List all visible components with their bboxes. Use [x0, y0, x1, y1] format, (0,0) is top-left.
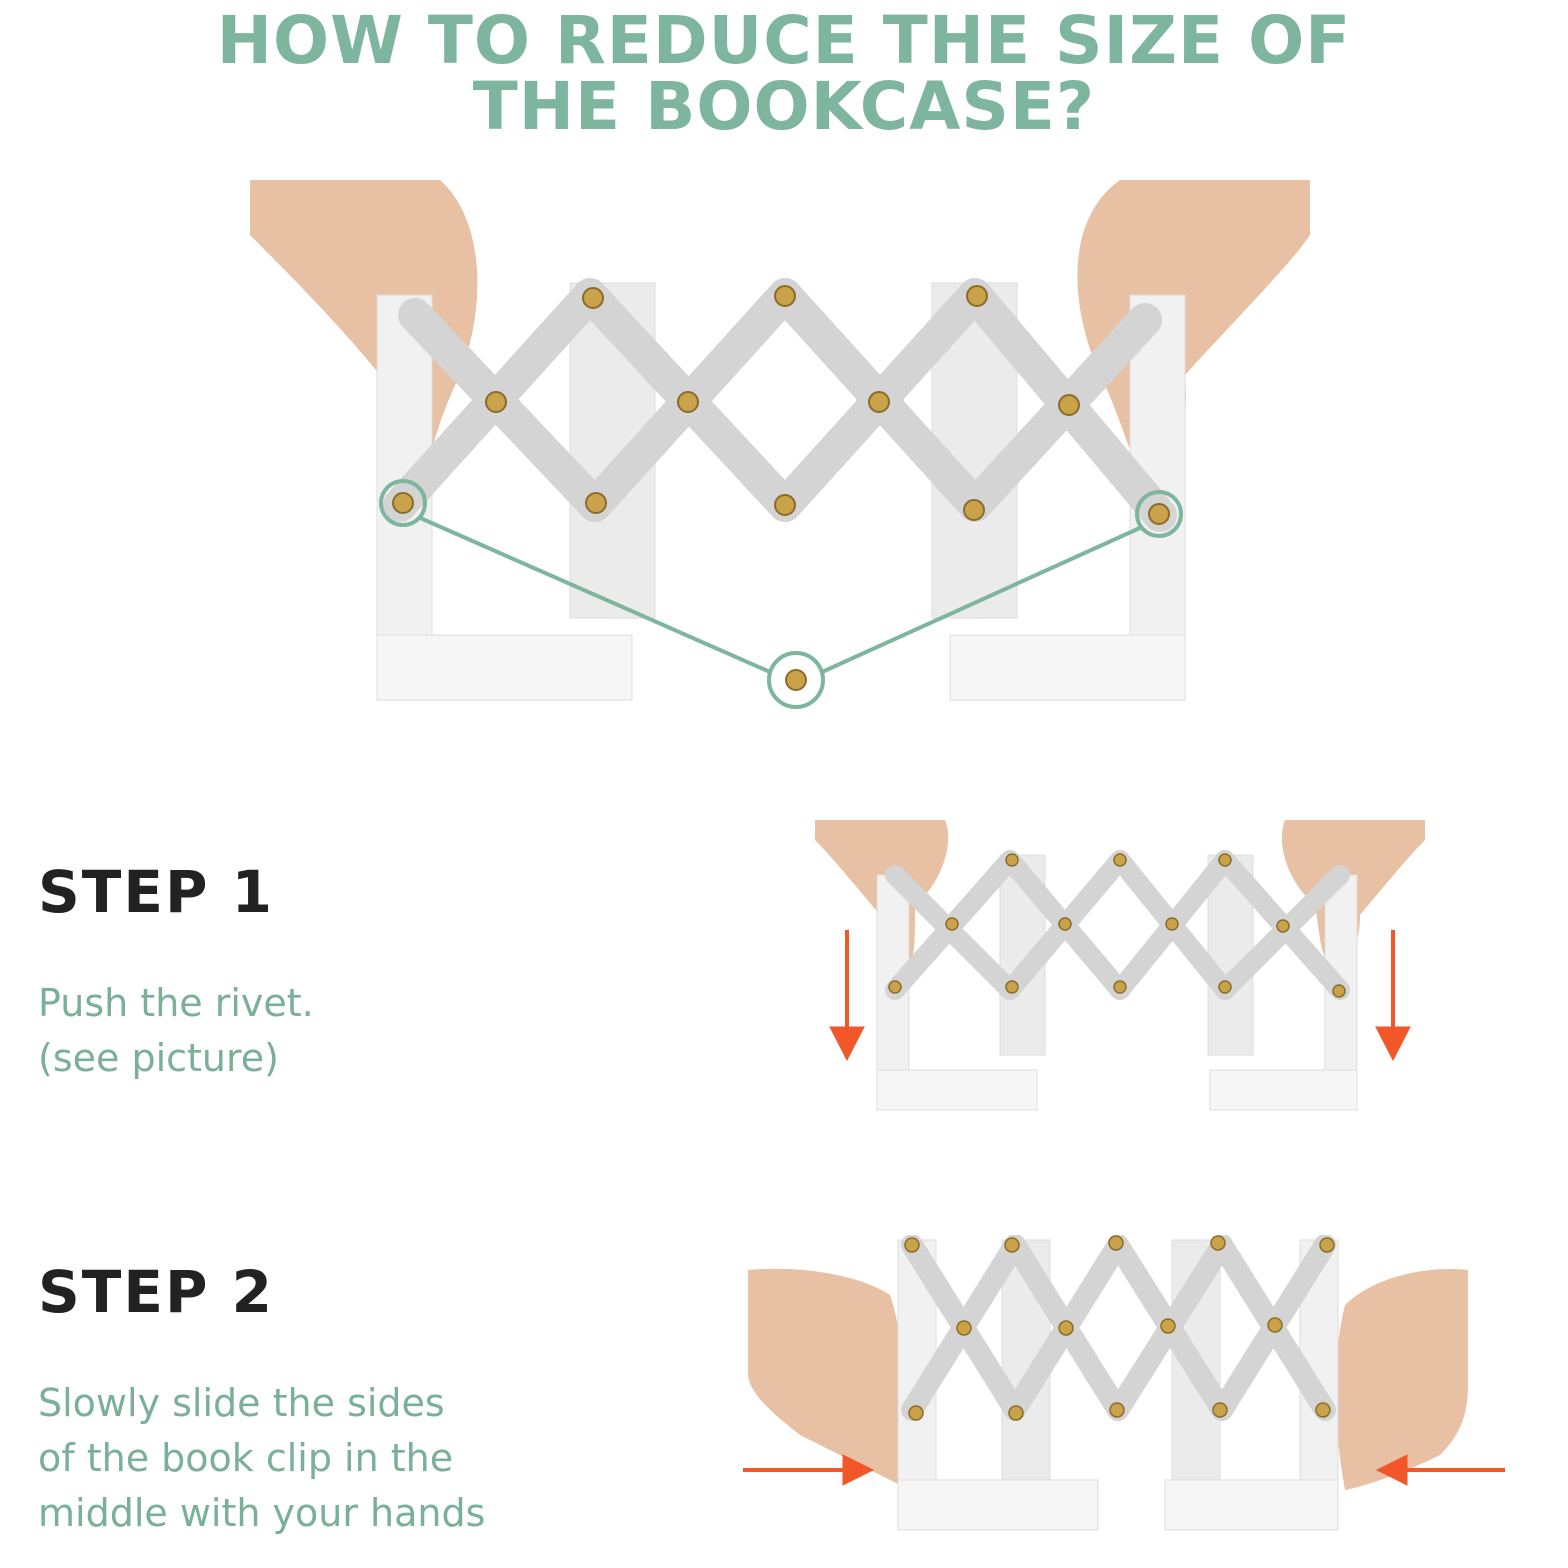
- step-1-line-2: (see picture): [38, 1036, 280, 1080]
- step-2-line-1: Slowly slide the sides: [38, 1381, 445, 1425]
- page-title: HOW TO REDUCE THE SIZE OF THE BOOKCASE?: [0, 8, 1568, 140]
- rivets: [888, 853, 1346, 998]
- step-1-line-1: Push the rivet.: [38, 981, 314, 1025]
- scissor-arms: [901, 1235, 1336, 1421]
- step-2-line-3: middle with your hands: [38, 1491, 486, 1535]
- right-hand: [1077, 180, 1310, 475]
- right-hand: [1335, 1269, 1468, 1490]
- down-arrows: [829, 930, 1411, 1062]
- rivets: [392, 285, 1170, 691]
- title-line-2: THE BOOKCASE?: [472, 68, 1096, 145]
- left-hand: [748, 1268, 905, 1485]
- step-2-heading: STEP 2: [38, 1258, 275, 1326]
- step-1-heading: STEP 1: [38, 858, 275, 926]
- inward-arrows: [743, 1454, 1505, 1486]
- scissor-arms: [383, 278, 1177, 532]
- rivet-highlight-lines: [379, 479, 1183, 709]
- step-2-line-2: of the book clip in the: [38, 1436, 454, 1480]
- main-bookend-illustration: [250, 180, 1310, 709]
- scissor-arms: [885, 850, 1350, 1000]
- rivets: [904, 1235, 1335, 1421]
- title-line-1: HOW TO REDUCE THE SIZE OF: [216, 2, 1352, 79]
- step-2-illustration: [743, 1235, 1505, 1531]
- step-2-description: Slowly slide the sides of the book clip …: [38, 1376, 485, 1541]
- step-1-description: Push the rivet. (see picture): [38, 976, 314, 1086]
- step-1-illustration: [815, 820, 1425, 1111]
